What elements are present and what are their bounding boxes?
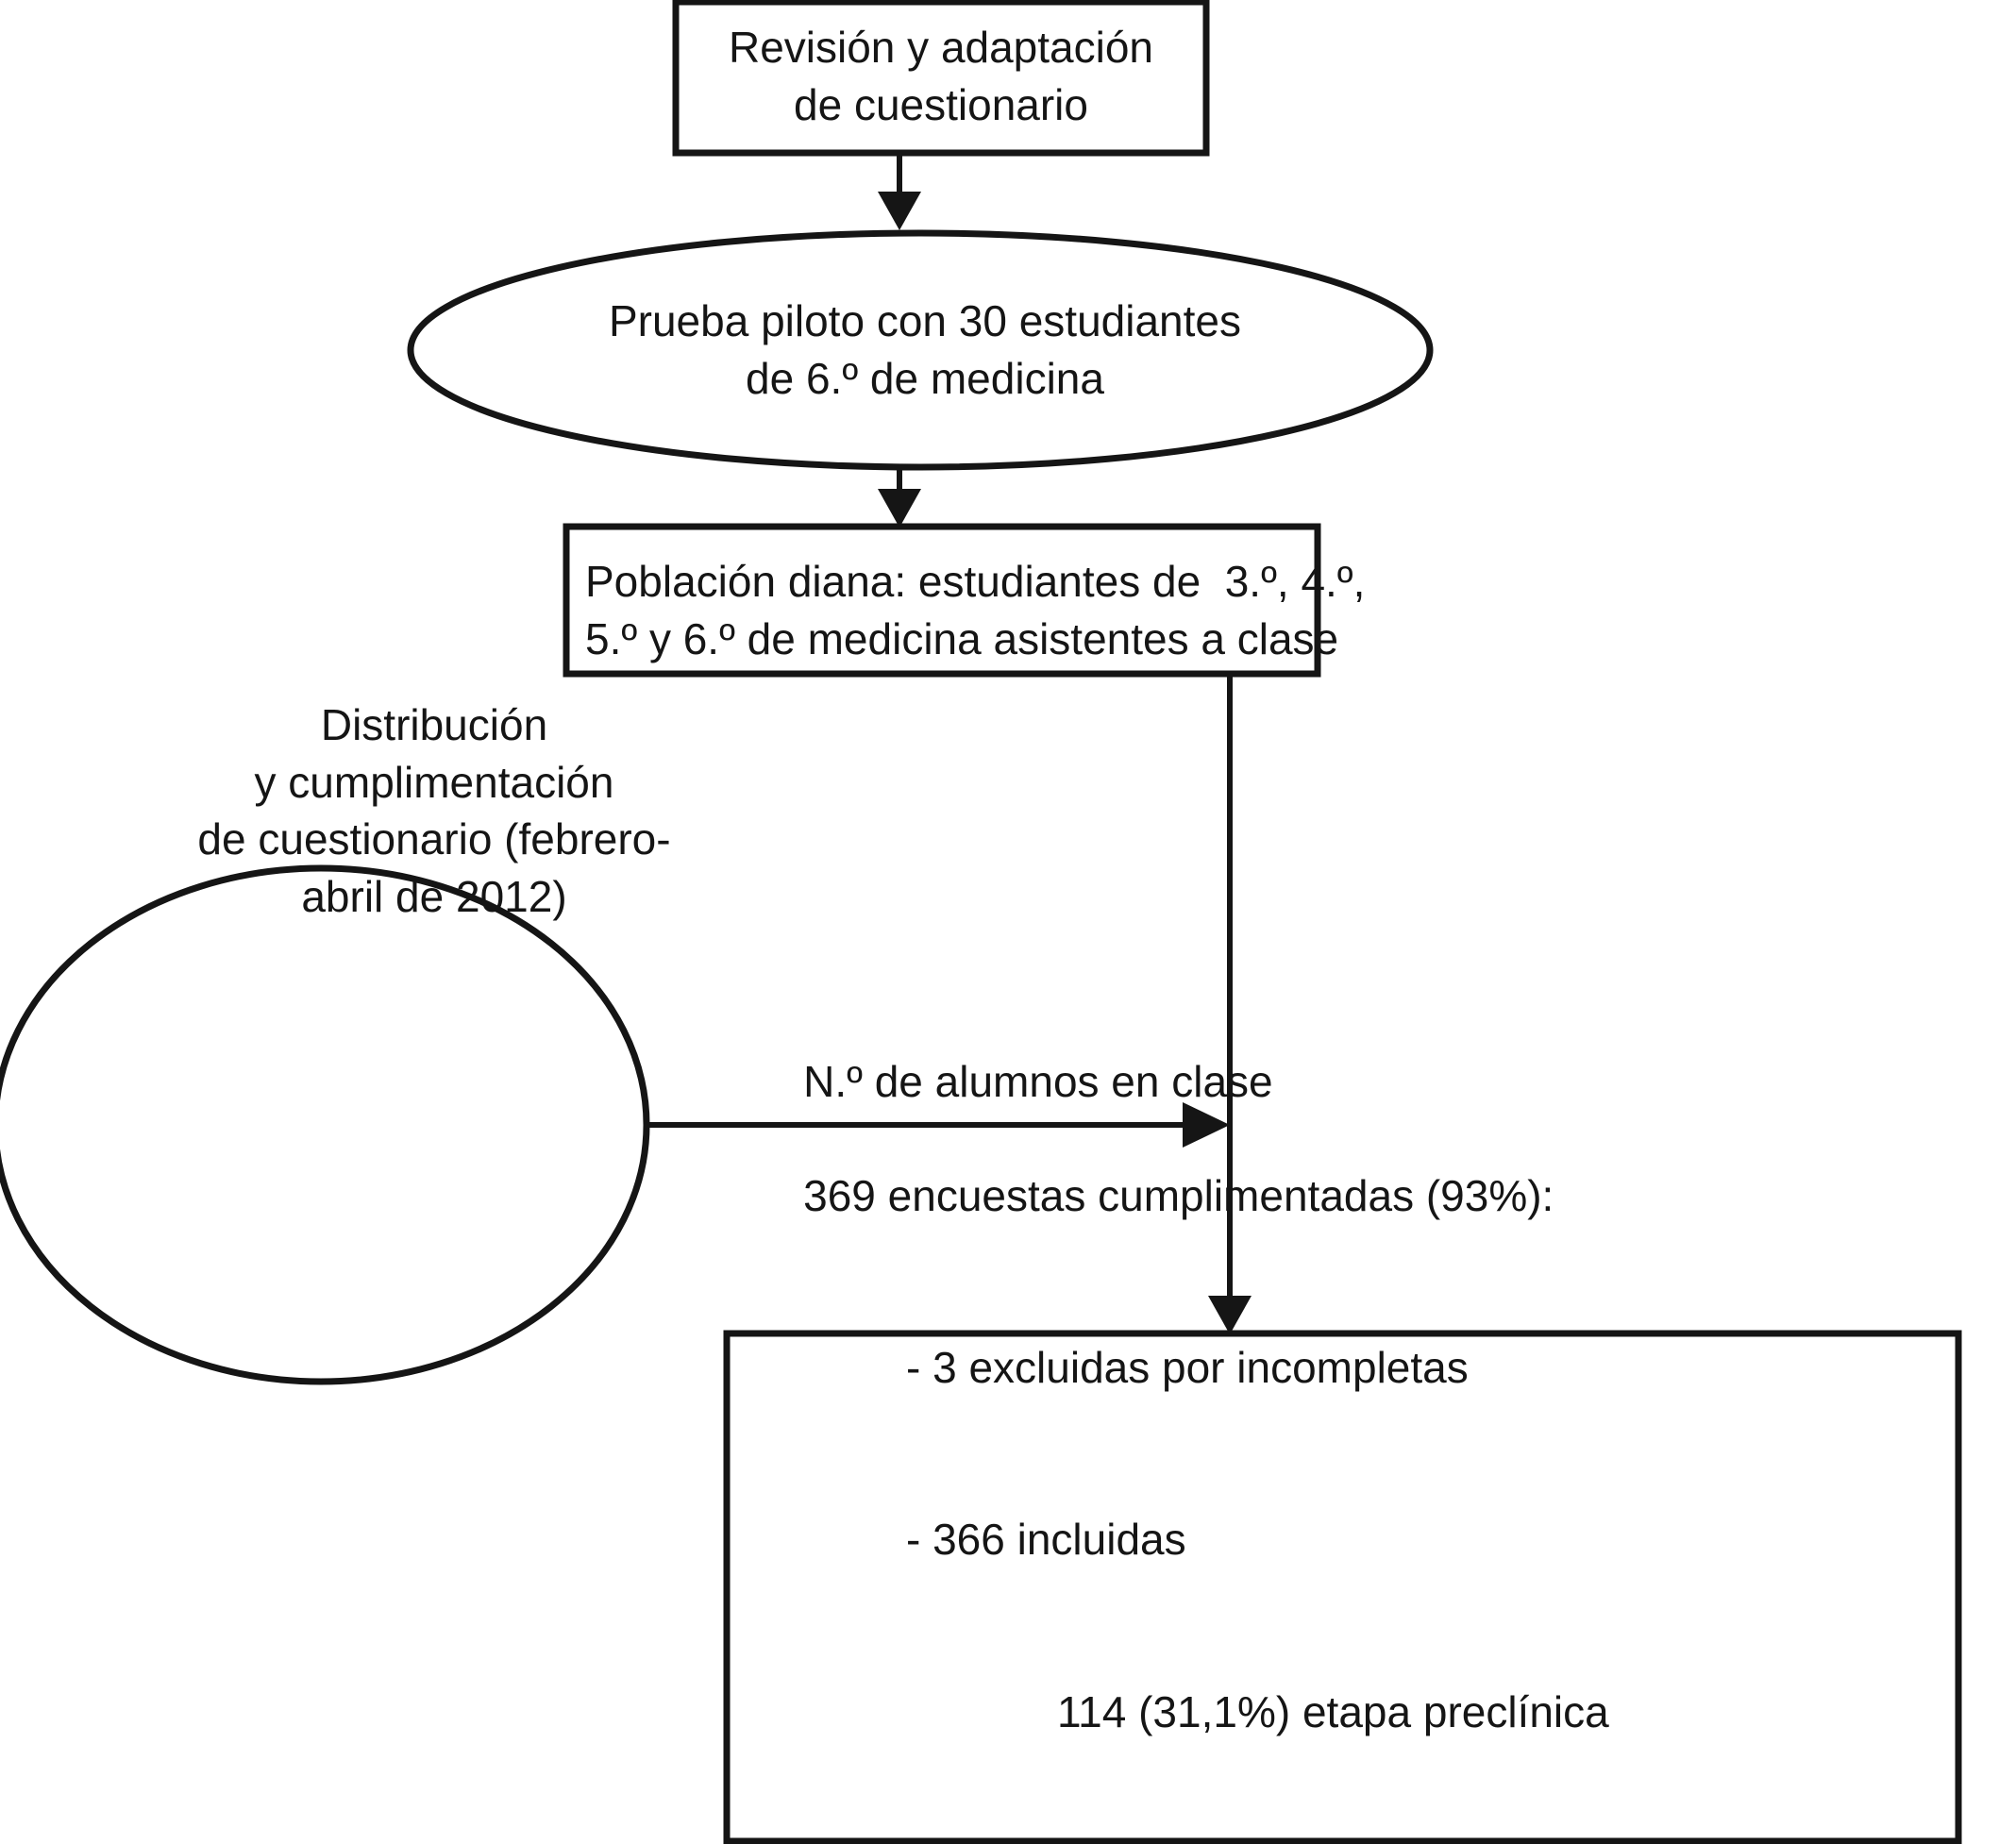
- node-distribucion-shape: [0, 864, 650, 1385]
- node-resultados-shape: [723, 1330, 1962, 1844]
- edge-revision-prueba: [878, 153, 921, 230]
- edge-distribucion-spine: [644, 1102, 1230, 1148]
- edge-poblacion-resultados: [1208, 674, 1252, 1334]
- node-poblacion-diana-shape: [563, 523, 1321, 678]
- node-revision-shape: [672, 0, 1210, 157]
- node-prueba-piloto-shape: [407, 229, 1434, 471]
- edge-prueba-poblacion: [878, 466, 921, 528]
